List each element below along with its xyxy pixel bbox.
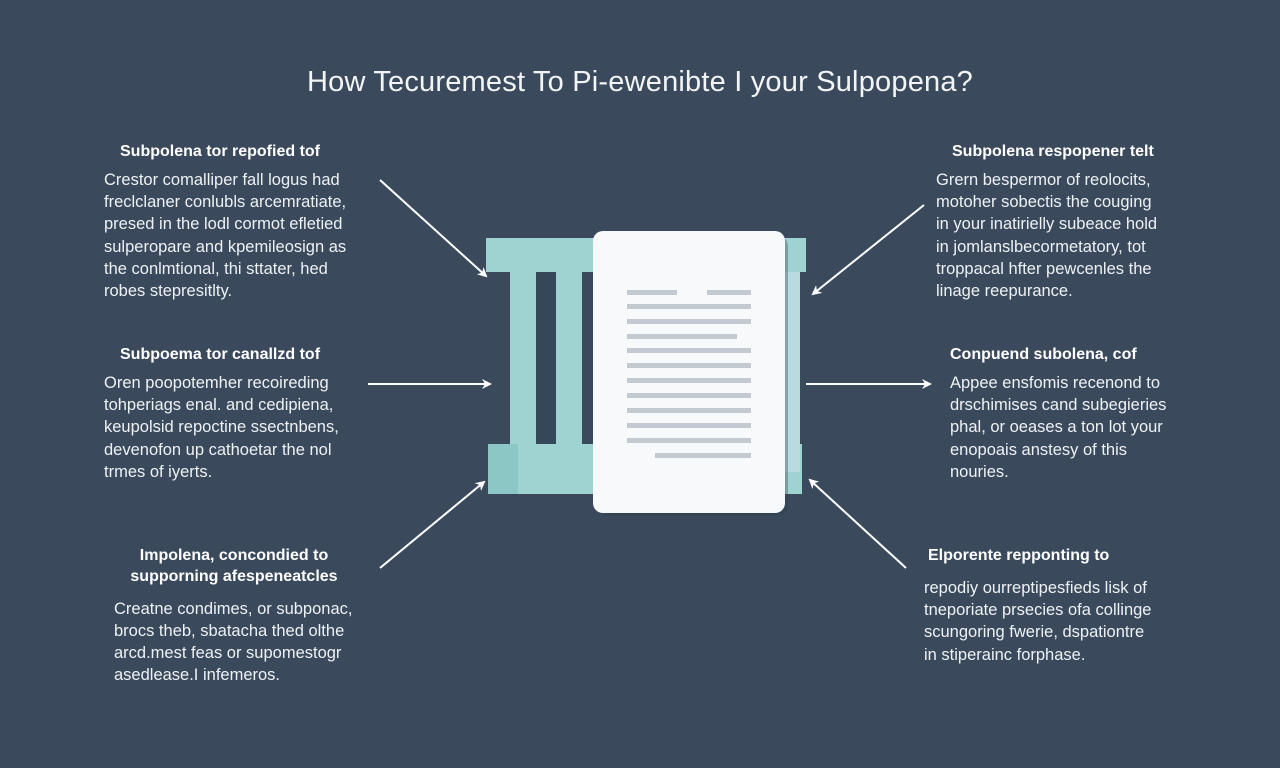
block-heading: Subpolena tor repofied tof <box>120 143 320 160</box>
block-body: Appee ensfomis recenond to drschimises c… <box>950 373 1167 481</box>
block-heading: Subpoema tor canallzd tof <box>120 346 321 363</box>
info-block-middle-right: Conpuend subolena, cof Appee ensfomis re… <box>950 345 1200 483</box>
document-icon <box>593 231 788 516</box>
info-block-bottom-left: Impolena, concondied to supporning afesp… <box>114 546 384 687</box>
block-body: Oren poopotemher recoireding tohperiags … <box>104 373 339 481</box>
block-heading: Impolena, concondied to supporning afesp… <box>130 547 338 585</box>
block-body: Grern bespermor of reolocits, motoher so… <box>936 170 1158 301</box>
block-heading: Subpolena respopener telt <box>952 143 1154 160</box>
arrow-icon <box>811 204 925 296</box>
block-heading: Conpuend subolena, cof <box>950 346 1137 363</box>
info-block-middle-left: Subpoema tor canallzd tof Oren poopotemh… <box>104 345 384 483</box>
info-block-top-right: Subpolena respopener telt Grern bespermo… <box>936 142 1196 302</box>
info-block-bottom-right: Elporente repponting to repodiy ourrepti… <box>924 546 1194 666</box>
arrow-icon <box>379 179 488 278</box>
arrow-icon <box>808 478 907 569</box>
arrow-icon <box>379 480 486 569</box>
page-title: How Tecuremest To Pi-ewenibte I your Sul… <box>306 66 974 98</box>
block-body: Crestor comalliper fall logus had freclc… <box>104 170 347 301</box>
info-block-top-left: Subpolena tor repofied tof Crestor comal… <box>104 142 384 302</box>
block-body: Creatne condimes, or subponac, brocs the… <box>114 599 353 685</box>
block-heading: Elporente repponting to <box>928 547 1110 564</box>
block-body: repodiy ourreptipesfieds lisk of tnepori… <box>924 578 1152 664</box>
